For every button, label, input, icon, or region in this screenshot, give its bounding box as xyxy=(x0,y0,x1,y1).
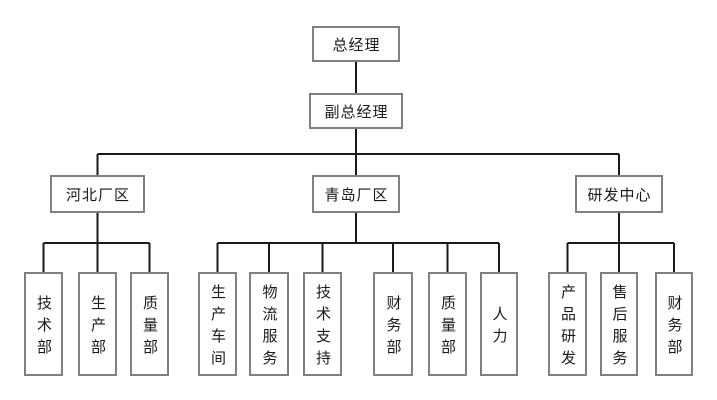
node-hebei-plant[interactable]: 河北厂区 xyxy=(50,175,145,213)
node-qingdao-production-workshop-label: 生产车间 xyxy=(209,283,226,372)
connector-qingdao-to-children xyxy=(216,213,500,272)
node-qingdao-logistics-service[interactable]: 物流服务 xyxy=(249,272,289,376)
node-hebei-plant-label: 河北厂区 xyxy=(65,186,130,204)
node-rd-finance-dept[interactable]: 财务部 xyxy=(655,272,693,376)
node-qingdao-tech-support[interactable]: 技术支持 xyxy=(303,272,342,376)
node-rd-finance-dept-label: 财务部 xyxy=(665,294,683,361)
node-rd-aftersales-service[interactable]: 售后服务 xyxy=(600,272,638,376)
node-rd-product-rd[interactable]: 产品研发 xyxy=(548,272,587,376)
node-rd-center[interactable]: 研发中心 xyxy=(575,175,663,213)
node-general-manager-label: 总经理 xyxy=(332,36,381,54)
node-hebei-quality-dept-label: 质量部 xyxy=(141,294,158,361)
node-rd-aftersales-service-label: 售后服务 xyxy=(610,283,628,372)
node-qingdao-finance-dept-label: 财务部 xyxy=(384,294,402,361)
node-rd-product-rd-label: 产品研发 xyxy=(559,283,576,372)
node-deputy-general-manager-label: 副总经理 xyxy=(324,103,389,121)
node-qingdao-logistics-service-label: 物流服务 xyxy=(260,283,278,372)
node-hebei-production-dept[interactable]: 生产部 xyxy=(78,272,117,376)
connector-hebei-to-children xyxy=(42,213,151,272)
node-hebei-tech-dept[interactable]: 技术部 xyxy=(24,272,63,376)
node-general-manager[interactable]: 总经理 xyxy=(312,26,400,62)
node-qingdao-human-resources[interactable]: 人力 xyxy=(480,272,518,376)
node-hebei-tech-dept-label: 技术部 xyxy=(35,294,52,361)
node-qingdao-quality-dept[interactable]: 质量部 xyxy=(428,272,467,376)
node-deputy-general-manager[interactable]: 副总经理 xyxy=(309,93,403,129)
node-qingdao-human-resources-label: 人力 xyxy=(490,305,508,350)
node-qingdao-finance-dept[interactable]: 财务部 xyxy=(373,272,413,376)
node-qingdao-production-workshop[interactable]: 生产车间 xyxy=(198,272,237,376)
node-qingdao-quality-dept-label: 质量部 xyxy=(439,294,456,361)
node-qingdao-plant-label: 青岛厂区 xyxy=(324,186,389,204)
node-hebei-quality-dept[interactable]: 质量部 xyxy=(130,272,169,376)
connector-deputy-to-branches xyxy=(96,129,620,175)
connector-rd-to-children xyxy=(566,213,675,272)
node-rd-center-label: 研发中心 xyxy=(587,186,652,204)
node-hebei-production-dept-label: 生产部 xyxy=(89,294,106,361)
node-qingdao-plant[interactable]: 青岛厂区 xyxy=(312,175,400,213)
node-qingdao-tech-support-label: 技术支持 xyxy=(314,283,331,372)
